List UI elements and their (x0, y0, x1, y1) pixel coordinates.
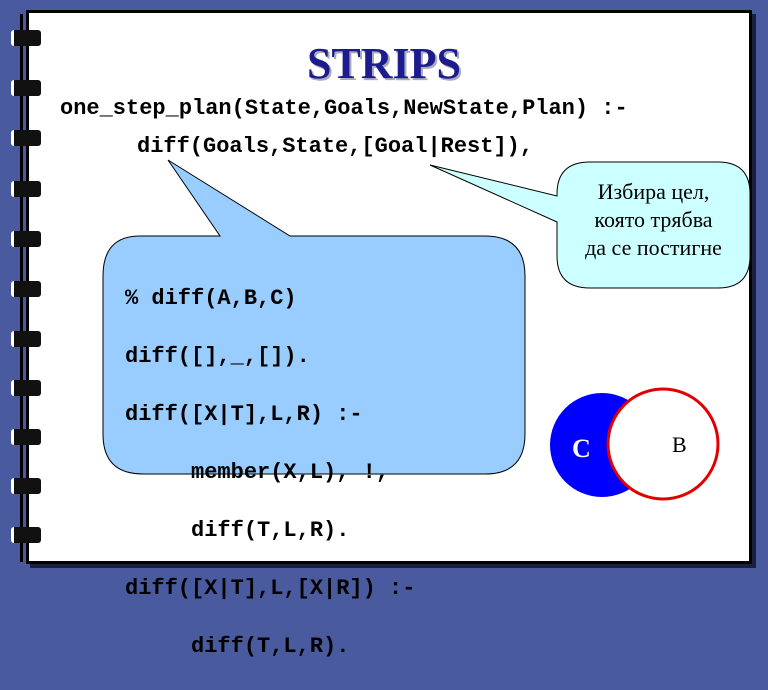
slide-title: STRIPS (306, 39, 462, 88)
ring-icon (11, 281, 41, 297)
code-line: diff([],_,[]). (125, 344, 310, 369)
venn-label-c: C (572, 434, 591, 463)
callout-code: % diff(A,B,C) diff([],_,[]). diff([X|T],… (125, 255, 415, 690)
note-line: която трябва (594, 207, 713, 232)
ring-icon (11, 181, 41, 197)
callout-note (429, 161, 751, 289)
code-line: diff(Goals,State,[Goal|Rest]), (137, 134, 534, 159)
ring-icon (11, 80, 41, 96)
note-text: Избира цел, която трябва да се постигне (557, 178, 750, 262)
code-line: one_step_plan(State,Goals,NewState,Plan)… (60, 96, 628, 121)
note-line: да се постигне (585, 235, 722, 260)
ring-icon (11, 331, 41, 347)
code-line: diff([X|T],L,[X|R]) :- (125, 576, 416, 601)
ring-icon (11, 380, 41, 396)
ring-icon (11, 527, 41, 543)
code-line: diff([X|T],L,R) :- (125, 402, 363, 427)
code-line: diff(T,L,R). (125, 518, 350, 543)
venn-circle-b (606, 387, 720, 501)
venn-label-b: B (672, 432, 687, 457)
note-line: Избира цел, (597, 179, 710, 204)
ring-icon (11, 231, 41, 247)
code-line: member(X,L), !, (125, 460, 390, 485)
ring-icon (11, 30, 41, 46)
callouts-and-venn (102, 159, 751, 501)
ring-icon (11, 478, 41, 494)
code-line: diff(T,L,R). (125, 634, 350, 659)
code-line: % diff(A,B,C) (125, 286, 297, 311)
callout-diff (102, 159, 526, 475)
ring-icon (11, 130, 41, 146)
ring-icon (11, 429, 41, 445)
